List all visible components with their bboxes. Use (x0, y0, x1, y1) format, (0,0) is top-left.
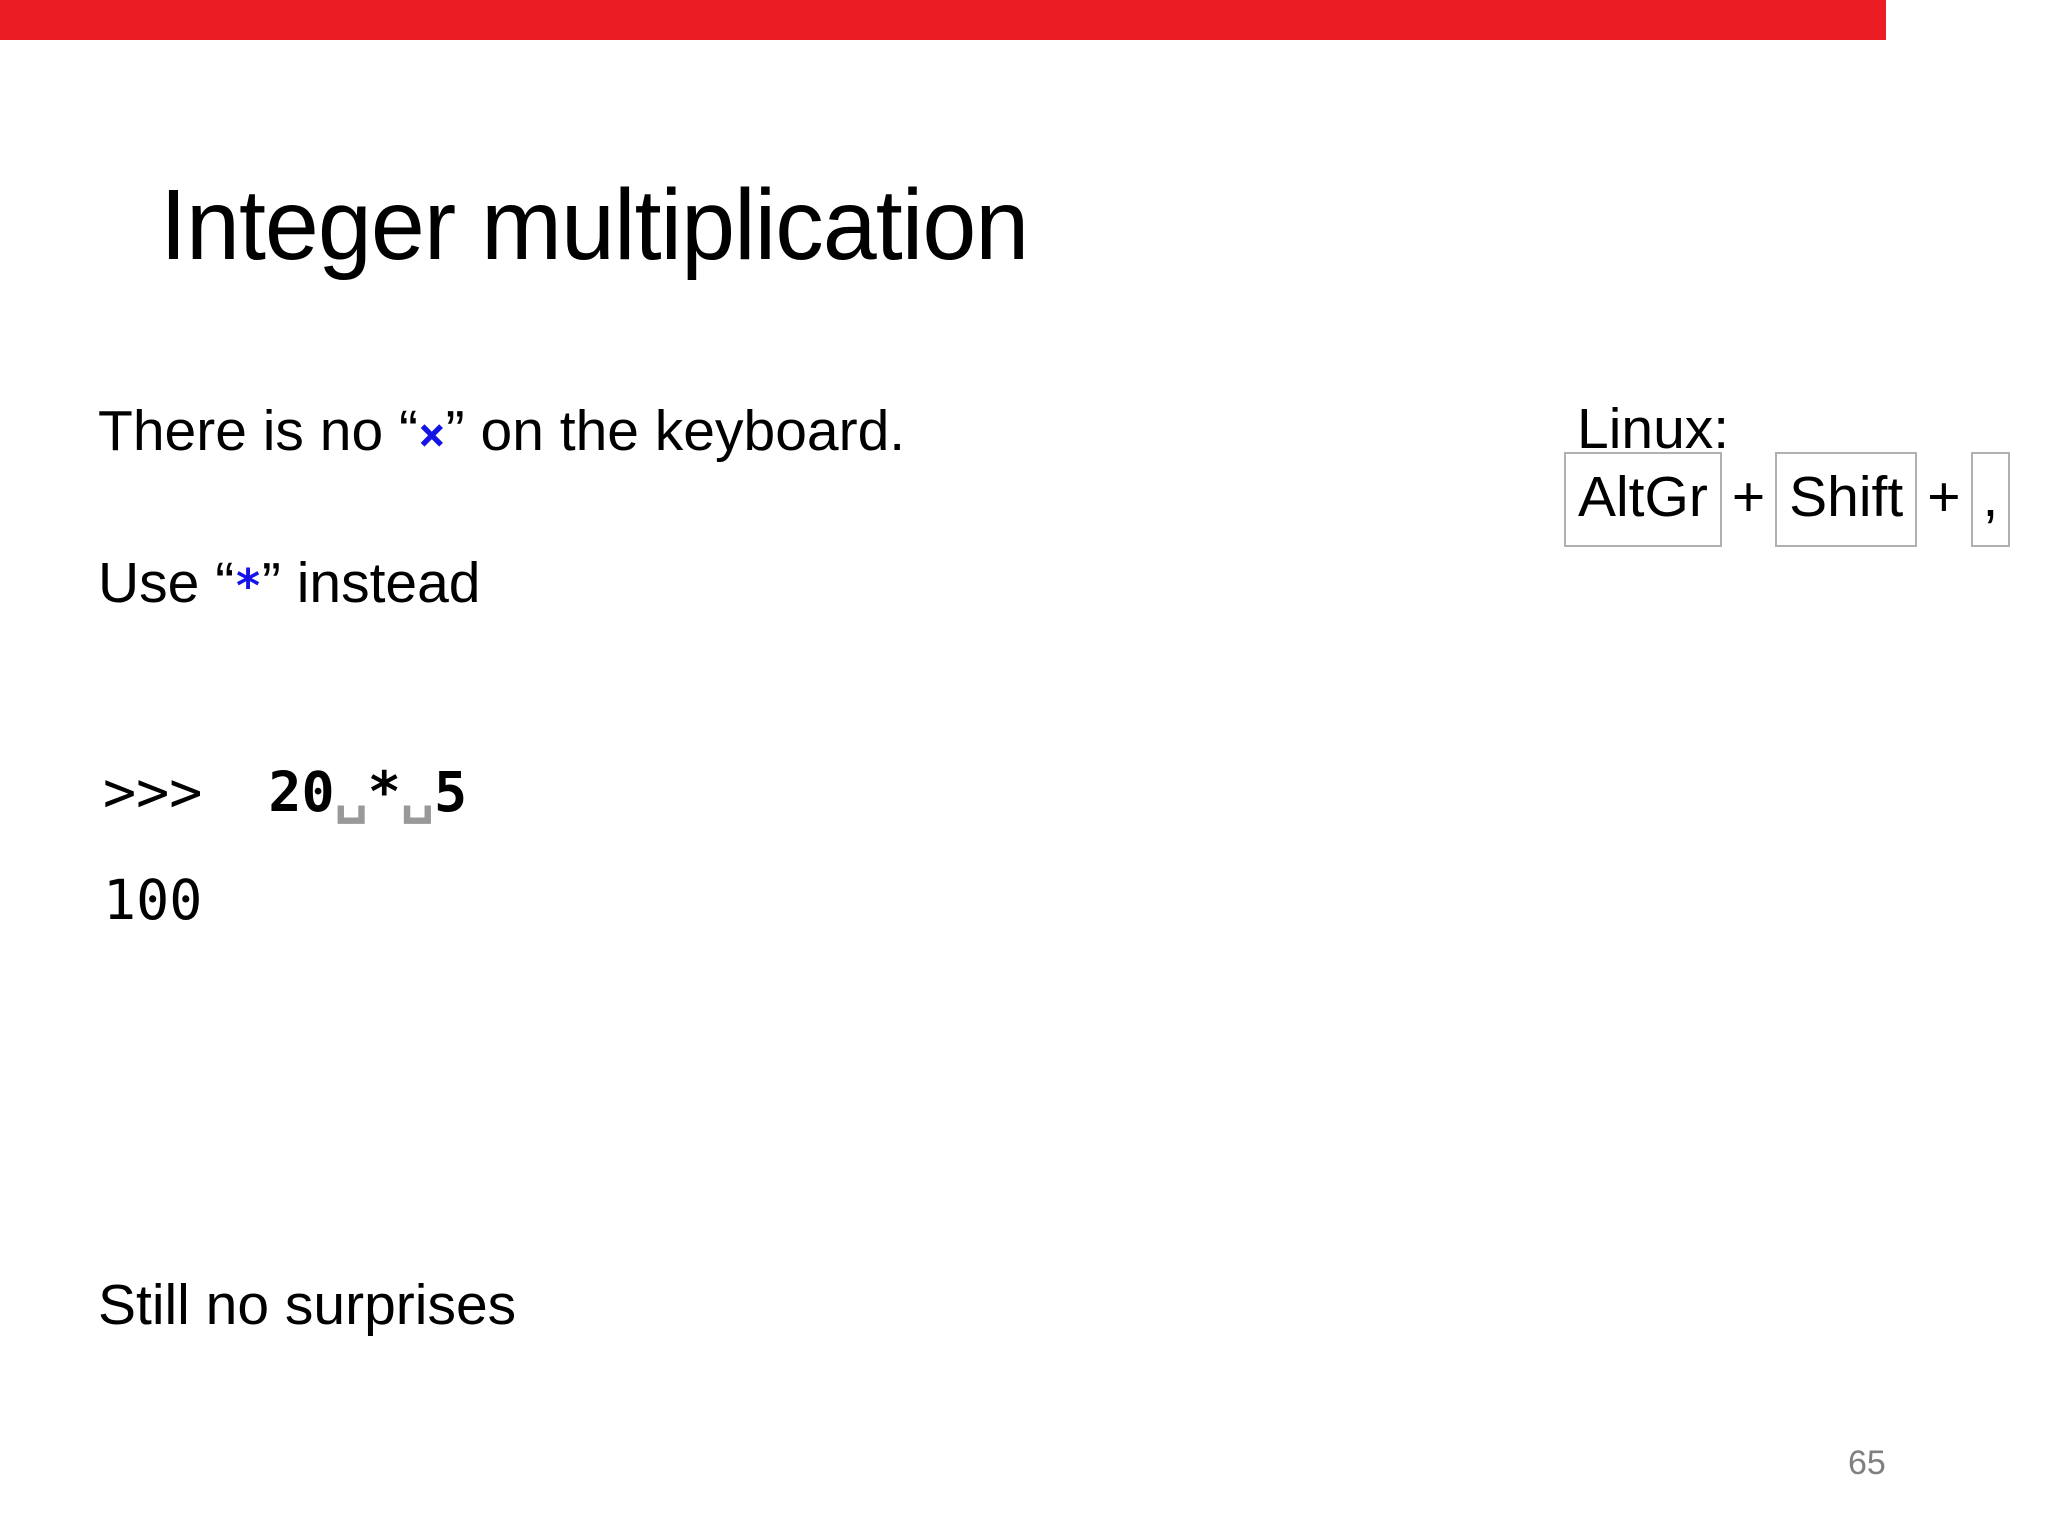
plus-separator: + (1927, 465, 1961, 529)
multiplication-sign-symbol: × (417, 407, 446, 461)
note-still-no-surprises: Still no surprises (98, 1273, 517, 1337)
code-token-5: 5 (433, 760, 468, 824)
bullet2-prefix: Use “ (98, 551, 235, 615)
key-comma: , (1970, 452, 2011, 547)
key-shift: Shift (1775, 452, 1918, 547)
bullet1-suffix: ” on the keyboard. (445, 399, 906, 463)
bullet2-suffix: ” instead (261, 551, 481, 615)
bullet-use-asterisk: Use “*” instead (98, 550, 481, 616)
visible-space-marker: ␣ (400, 760, 434, 824)
bullet1-prefix: There is no “ (98, 399, 418, 463)
plus-separator: + (1731, 465, 1766, 529)
slide-title: Integer multiplication (160, 169, 1029, 281)
code-token-asterisk: * (367, 760, 401, 824)
asterisk-symbol: * (234, 559, 262, 613)
python-output-line: 100 (103, 868, 203, 932)
python-input-line: >>>20␣*␣5 (103, 760, 467, 824)
visible-space-marker: ␣ (334, 760, 368, 824)
code-token-20: 20 (268, 760, 335, 824)
key-altgr: AltGr (1564, 452, 1722, 547)
slide-progress-bar (0, 0, 1886, 40)
bullet-no-multiply-sign: There is no “×” on the keyboard. (98, 398, 905, 464)
linux-label: Linux: (1577, 397, 1730, 461)
python-prompt: >>> (103, 760, 203, 824)
linux-shortcut-keys: AltGr+Shift+, (1564, 452, 2011, 547)
page-number: 65 (1848, 1444, 1886, 1482)
